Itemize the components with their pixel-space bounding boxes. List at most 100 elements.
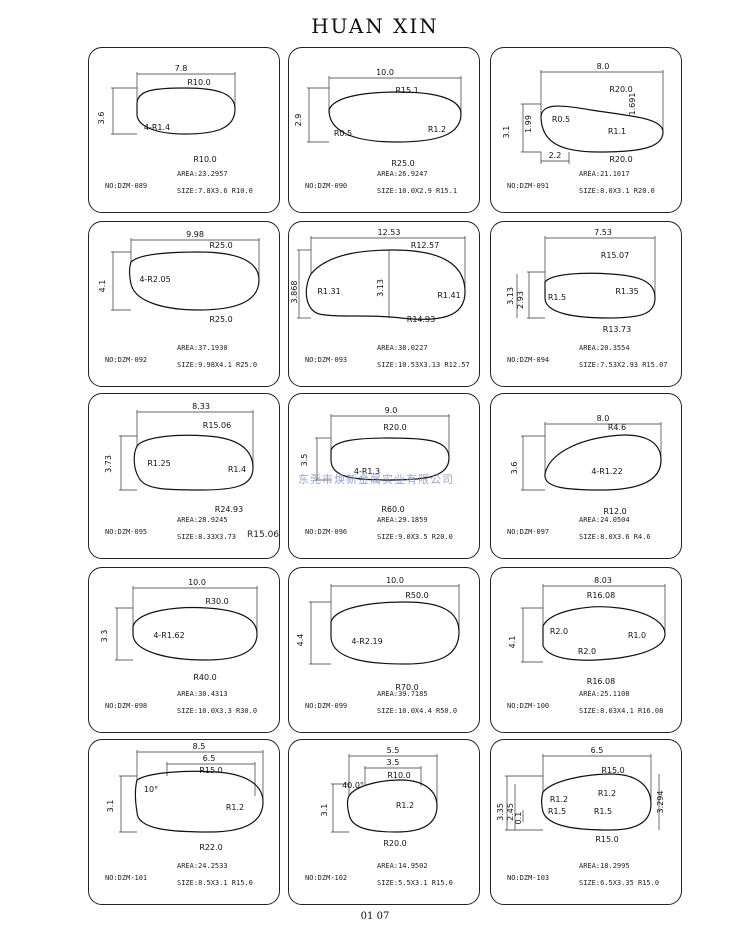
dimension-label: 6.5	[203, 754, 216, 763]
size-value: SIZE:10.0X4.4 R50.0	[377, 707, 458, 715]
area-value: AREA:26.9247	[377, 170, 428, 178]
dimension-label: 2.93	[516, 291, 525, 309]
profile-outline	[540, 773, 652, 831]
company-watermark: 东莞市焕新金属实业有限公司	[298, 473, 454, 486]
dimension-label: R14.93	[407, 315, 435, 324]
area-value: AREA:20.3554	[579, 344, 630, 352]
dimension-label: 4-R1.3	[354, 467, 380, 476]
area-value: AREA:37.1930	[177, 344, 228, 352]
size-value: SIZE:8.33X3.73	[177, 533, 237, 541]
size-value: SIZE:9.98X4.1 R25.0	[177, 361, 258, 369]
dimension-label: 3.6	[510, 462, 519, 475]
dimension-label: 10.0	[386, 576, 404, 585]
part-number: NO:DZM-101	[105, 874, 148, 882]
dimension-label: R16.08	[587, 677, 615, 686]
dimension-label: R24.93	[215, 505, 243, 514]
profile-outline	[544, 434, 662, 491]
size-value: SIZE:8.03X4.1 R16.08	[579, 707, 664, 715]
dimension-label: 3.73	[104, 455, 113, 473]
size-value: SIZE:6.5X3.35 R15.0	[579, 879, 660, 887]
dimension-label: R20.0	[609, 155, 632, 164]
dimension-label: R60.0	[381, 505, 404, 514]
profile-outline	[544, 272, 656, 319]
dimension-label: R0.5	[552, 115, 570, 124]
part-number: NO:DZM-099	[305, 702, 348, 710]
dimension-label: 8.03	[594, 576, 612, 585]
dimension-label: R1.2	[598, 789, 616, 798]
page-title: HUAN XIN	[311, 14, 439, 38]
area-value: AREA:24.2533	[177, 862, 228, 870]
dimension-label: 8.33	[192, 402, 210, 411]
dimension-label: R10.0	[187, 78, 210, 87]
dimension-label: R20.0	[609, 85, 632, 94]
area-value: AREA:18.2995	[579, 862, 630, 870]
size-radius-extra: R15.06	[247, 530, 280, 540]
dimension-label: R1.0	[628, 631, 646, 640]
size-value: SIZE:8.5X3.1 R15.0	[177, 879, 253, 887]
dimension-label: 3.5	[387, 758, 400, 767]
dimension-label: R1.5	[548, 807, 566, 816]
dimension-label: 10.0	[188, 578, 206, 587]
dimension-label: R70.0	[395, 683, 418, 692]
dimension-label: R1.2	[226, 803, 244, 812]
dimension-label: R30.0	[205, 597, 228, 606]
dimension-label: 2.9	[294, 114, 303, 127]
area-value: AREA:28.9245	[177, 516, 228, 524]
dimension-label: R40.0	[193, 673, 216, 682]
size-value: SIZE:10.0X3.3 R30.0	[177, 707, 258, 715]
profile-outline	[330, 601, 460, 665]
dimension-label: 4-R1.4	[144, 123, 170, 132]
part-number: NO:DZM-095	[105, 528, 148, 536]
dimension-label: R4.6	[608, 423, 626, 432]
area-value: AREA:30.4313	[177, 690, 228, 698]
area-value: AREA:38.0227	[377, 344, 428, 352]
dimension-label: R2.0	[578, 647, 596, 656]
part-number: NO:DZM-094	[507, 356, 550, 364]
dimension-label: R2.0	[550, 627, 568, 636]
dimension-label: R15.0	[595, 835, 618, 844]
dimension-label: R0.5	[334, 129, 352, 138]
part-number: NO:DZM-093	[305, 356, 348, 364]
profile-outline	[136, 87, 236, 135]
dimension-label: 8.5	[193, 742, 206, 751]
dimension-label: 12.53	[378, 228, 401, 237]
part-number: NO:DZM-092	[105, 356, 148, 364]
dimension-label: R10.0	[193, 155, 216, 164]
area-value: AREA:25.1108	[579, 690, 630, 698]
dimension-label: 3.3	[100, 630, 109, 643]
dimension-label: 4-R1.22	[591, 467, 622, 476]
dimension-label: R13.73	[603, 325, 631, 334]
size-value: SIZE:8.0X3.1 R20.0	[579, 187, 655, 195]
dimension-label: R1.25	[147, 459, 170, 468]
part-number: NO:DZM-097	[507, 528, 550, 536]
dimension-label: 3.1	[320, 804, 329, 817]
size-value: SIZE:8.0X3.6 R4.6	[579, 533, 651, 541]
dimension-label: 9.0	[385, 406, 398, 415]
profile-outline	[133, 434, 254, 491]
dimension-label: R15.07	[601, 251, 629, 260]
dimension-label: 3.294	[656, 791, 665, 814]
dimension-label: 8.0	[597, 62, 610, 71]
dimension-label: 1.691	[628, 93, 637, 116]
dimension-label: 3.13	[376, 279, 385, 297]
